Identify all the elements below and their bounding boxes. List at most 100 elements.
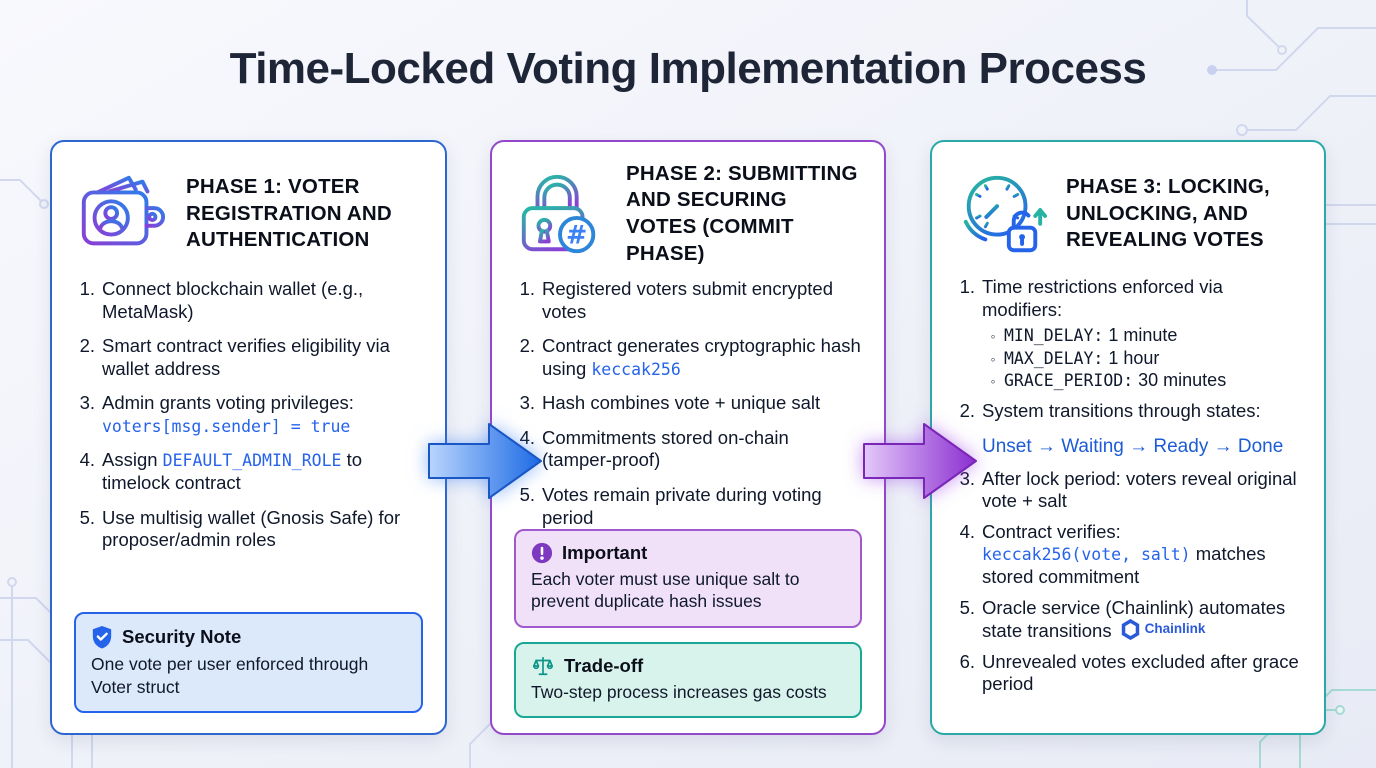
phase-3-card: PHASE 3: LOCKING, UNLOCKING, AND REVEALI… — [930, 140, 1326, 735]
security-note-title: Security Note — [122, 626, 242, 648]
step-item: 4. Commitments stored on-chain (tamper-pr… — [514, 427, 862, 472]
arrow-phase2-to-phase3 — [863, 423, 977, 499]
step-text: Registered voters submit encrypted votes — [542, 278, 833, 322]
shield-check-icon — [92, 626, 112, 649]
step-number: 1. — [79, 278, 95, 299]
phase-3-title: PHASE 3: LOCKING, UNLOCKING, AND REVEALI… — [1066, 175, 1270, 252]
step-number: 3. — [79, 392, 95, 414]
step-item: 3. After lock period: voters reveal origi… — [954, 468, 1302, 513]
step-text: Contract verifies:keccak256(vote, salt) … — [982, 520, 1266, 587]
step-item: 1. Registered voters submit encrypted vot… — [514, 278, 862, 323]
security-note-body: One vote per user enforced through Voter… — [91, 654, 369, 697]
step-text: Unrevealed votes excluded after grace pe… — [982, 650, 1299, 695]
step-item: 5. Oracle service (Chainlink) automates s… — [954, 597, 1302, 643]
arrow-phase1-to-phase2 — [428, 423, 542, 499]
page-title: Time-Locked Voting Implementation Proces… — [229, 44, 1147, 93]
step-text: Contract generates cryptographic hash us… — [542, 335, 861, 379]
tradeoff-callout: Trade-off Two-step process increases gas… — [514, 641, 862, 719]
wallet-user-icon — [81, 175, 166, 246]
phase-1-steps: 1. Connect blockchain wallet (e.g., MetaM… — [74, 278, 423, 552]
step-number: 1. — [959, 276, 975, 297]
inline-code: DEFAULT_ADMIN_ROLE — [162, 451, 342, 471]
step-item: 2. System transitions through states:Unse… — [954, 400, 1302, 460]
step-number: 2. — [519, 335, 535, 357]
step-item: 1. Time restrictions enforced via modifie… — [954, 276, 1302, 392]
step-text: Use multisig wallet (Gnosis Safe) for pr… — [102, 506, 401, 551]
phase-3-header: PHASE 3: LOCKING, UNLOCKING, AND REVEALI… — [954, 166, 1302, 262]
phase-1-title: PHASE 1: VOTER REGISTRATION AND AUTHENTI… — [186, 175, 392, 252]
inline-code: MIN_DELAY: — [1004, 326, 1104, 346]
alert-circle-icon — [531, 542, 553, 564]
chainlink-logo: Chainlink — [1121, 619, 1206, 641]
modifier-sub-item: ◦MAX_DELAY: 1 hour — [982, 347, 1302, 370]
step-text: Assign DEFAULT_ADMIN_ROLE to timelock co… — [102, 449, 363, 493]
tradeoff-title: Trade-off — [564, 654, 644, 676]
modifier-sub-item: ◦MIN_DELAY: 1 minute — [982, 324, 1302, 347]
step-text: Oracle service (Chainlink) automates sta… — [982, 596, 1286, 642]
inline-code: keccak256 — [591, 359, 681, 379]
step-number: 4. — [79, 449, 95, 471]
security-note-callout: Security Note One vote per user enforced… — [74, 612, 423, 713]
important-body: Each voter must use unique salt to preve… — [531, 569, 800, 612]
step-item: 1. Connect blockchain wallet (e.g., MetaM… — [74, 278, 423, 323]
inline-code: GRACE_PERIOD: — [1004, 371, 1134, 391]
padlock-hash-icon: # — [521, 174, 596, 254]
phase-2-header: # PHASE 2: SUBMITTING AND SECURING VOTES… — [514, 162, 862, 265]
step-item: 4. Contract verifies:keccak256(vote, salt… — [954, 521, 1302, 589]
step-text: Hash combines vote + unique salt — [542, 392, 821, 414]
tradeoff-header: Trade-off — [531, 655, 845, 677]
step-item: 2. Smart contract verifies eligibility vi… — [74, 335, 423, 380]
step-number: 5. — [959, 596, 975, 618]
step-number: 4. — [959, 520, 975, 542]
phase-1-header: PHASE 1: VOTER REGISTRATION AND AUTHENTI… — [74, 166, 423, 262]
security-note-header: Security Note — [91, 625, 406, 649]
svg-text:#: # — [566, 220, 587, 250]
step-item: 3. Admin grants voting privileges:voters[… — [74, 392, 423, 437]
step-item: 4. Assign DEFAULT_ADMIN_ROLE to timelock … — [74, 449, 423, 494]
bullet-circle-marker: ◦ — [990, 350, 996, 367]
modifier-sub-item: ◦GRACE_PERIOD: 30 minutes — [982, 369, 1302, 392]
step-number: 6. — [959, 650, 975, 672]
step-number: 1. — [519, 278, 535, 299]
step-text: Commitments stored on-chain (tamper-proo… — [542, 426, 789, 471]
step-text: Connect blockchain wallet (e.g., MetaMas… — [102, 278, 364, 322]
step-number: 3. — [519, 392, 535, 414]
step-number: 4. — [519, 426, 535, 448]
important-callout: Important Each voter must use unique sal… — [514, 529, 862, 628]
step-item: 3. Hash combines vote + unique salt — [514, 392, 862, 415]
inline-code: MAX_DELAY: — [1004, 348, 1104, 368]
phase-2-steps: 1. Registered voters submit encrypted vot… — [514, 278, 862, 529]
step-number: 5. — [519, 483, 535, 505]
step-text: Time restrictions enforced via modifiers… — [982, 276, 1302, 392]
phase-2-card: # PHASE 2: SUBMITTING AND SECURING VOTES… — [490, 140, 886, 735]
clock-unlock-icon — [963, 175, 1048, 253]
important-title: Important — [562, 542, 648, 564]
step-item: 6. Unrevealed votes excluded after grace … — [954, 651, 1302, 696]
step-text: System transitions through states:Unset … — [982, 400, 1302, 460]
step-number: 3. — [959, 467, 975, 489]
step-text: Smart contract verifies eligibility via … — [102, 335, 390, 379]
inline-code: voters[msg.sender] = true — [102, 416, 351, 436]
step-item: 5. Use multisig wallet (Gnosis Safe) for … — [74, 507, 423, 552]
step-item: 5. Votes remain private during voting per… — [514, 484, 862, 529]
step-text: Admin grants voting privileges:voters[ms… — [102, 392, 354, 436]
phase-2-title: PHASE 2: SUBMITTING AND SECURING VOTES (… — [626, 161, 858, 265]
phase-3-steps: 1. Time restrictions enforced via modifie… — [954, 276, 1302, 696]
step-number: 2. — [79, 335, 95, 357]
step-text: After lock period: voters reveal origina… — [982, 467, 1297, 512]
tradeoff-body: Two-step process increases gas costs — [531, 681, 827, 702]
bullet-circle-marker: ◦ — [990, 328, 996, 345]
chainlink-hexagon-icon — [1121, 619, 1139, 641]
scale-icon — [533, 656, 553, 675]
step-number: 2. — [959, 400, 975, 421]
step-number: 5. — [79, 506, 95, 528]
state-transitions: Unset → Waiting → Ready → Done — [982, 435, 1284, 457]
phase-1-card: PHASE 1: VOTER REGISTRATION AND AUTHENTI… — [50, 140, 447, 735]
step-text: Votes remain private during voting perio… — [542, 483, 822, 528]
bullet-circle-marker: ◦ — [990, 373, 996, 390]
phase-2-callouts: Important Each voter must use unique sal… — [514, 529, 862, 719]
inline-code: keccak256(vote, salt) — [982, 545, 1191, 565]
important-header: Important — [531, 542, 845, 564]
chainlink-label: Chainlink — [1144, 621, 1206, 637]
modifier-sub-list: ◦MIN_DELAY: 1 minute◦MAX_DELAY: 1 hour◦G… — [982, 324, 1302, 392]
